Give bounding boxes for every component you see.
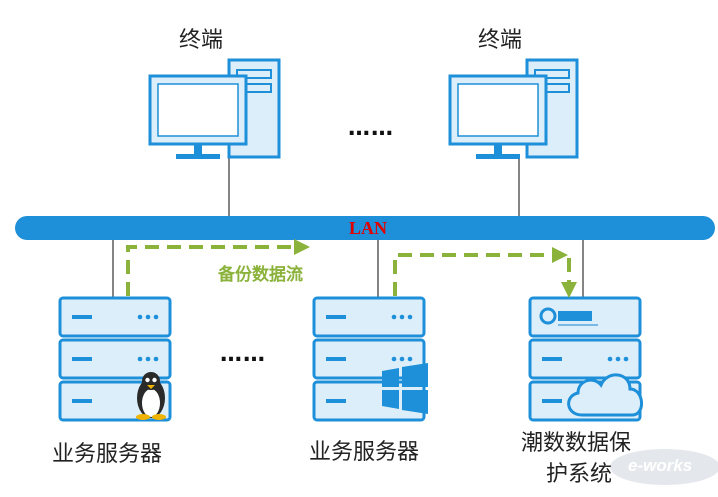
watermark-text: e-works xyxy=(628,456,693,475)
server-label-1: 业务服务器 xyxy=(52,442,163,467)
windows-logo-icon xyxy=(382,363,428,414)
lan-bar xyxy=(15,216,715,240)
protection-system-label-line1: 潮数数据保 xyxy=(521,431,632,456)
terminal-computer-1 xyxy=(148,58,281,159)
brand-logo-icon xyxy=(539,307,598,326)
ellipsis-servers: …… xyxy=(220,342,266,367)
cloud-icon xyxy=(567,373,643,417)
protection-system-label-line2: 护系统 xyxy=(546,462,613,487)
lan-label: LAN xyxy=(349,218,388,238)
server-label-2: 业务服务器 xyxy=(309,440,420,465)
terminal-label-1: 终端 xyxy=(179,28,224,53)
watermark-logo xyxy=(610,449,718,485)
ellipsis-terminals: …… xyxy=(348,116,394,141)
terminal-label-2: 终端 xyxy=(478,28,523,53)
connection-lines xyxy=(112,158,584,298)
backup-flow-path xyxy=(126,239,577,298)
terminal-computer-2 xyxy=(448,58,579,159)
linux-penguin-icon xyxy=(136,372,166,420)
backup-flow-label: 备份数据流 xyxy=(218,265,303,285)
